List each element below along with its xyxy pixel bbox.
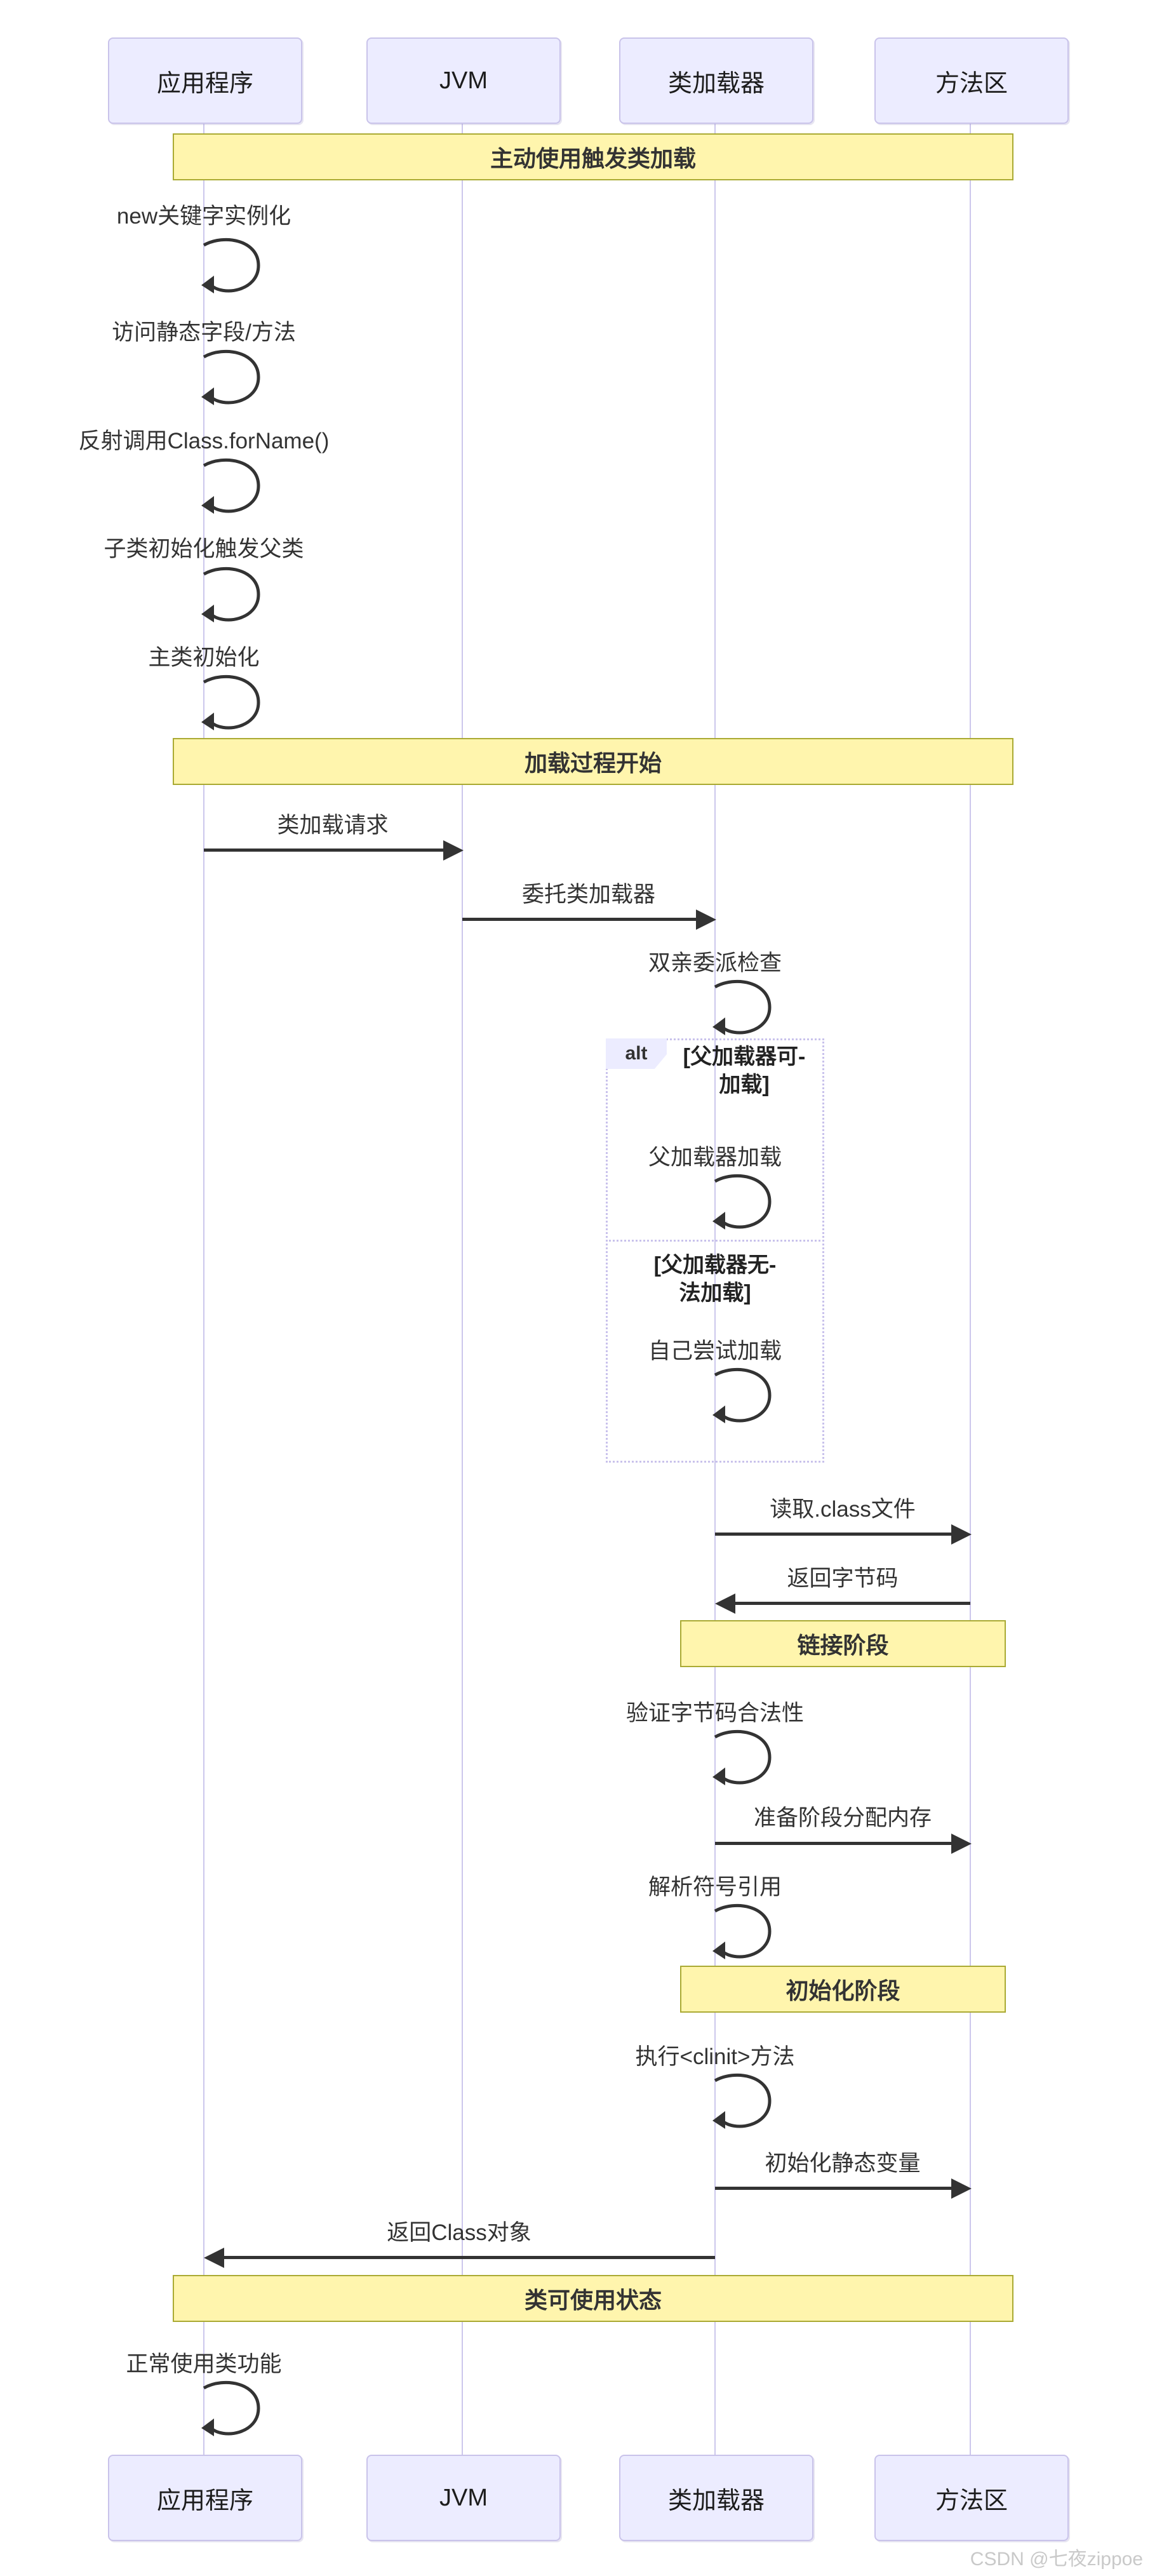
watermark: CSDN @七夜zippoe — [970, 2549, 1143, 2570]
lifeline-app — [203, 122, 204, 2455]
self-loop-arrow — [712, 2073, 772, 2129]
message-arrow — [715, 2187, 953, 2190]
lifeline-classloader — [714, 122, 716, 2455]
self-message-label: 子类初始化触发父类 — [104, 537, 304, 561]
phase-banner: 初始化阶段 — [680, 1966, 1006, 2013]
alt-frame — [606, 1038, 824, 1463]
alt-keyword: alt — [625, 1043, 648, 1064]
phase-banner: 加载过程开始 — [173, 738, 1013, 785]
actor-box-jvm-top: JVM — [366, 37, 561, 124]
alt-condition-1: 加载] — [719, 1073, 770, 1097]
self-message-label: 正常使用类功能 — [126, 2352, 282, 2377]
message-arrow — [734, 1602, 970, 1605]
actor-label: 方法区 — [935, 2487, 1008, 2514]
self-loop-arrow — [201, 2380, 260, 2436]
phase-banner-label: 链接阶段 — [797, 1632, 889, 1658]
self-message-label: 访问静态字段/方法 — [112, 320, 296, 345]
actor-label: JVM — [439, 67, 488, 94]
message-label: 初始化静态变量 — [765, 2151, 921, 2176]
actor-box-methodarea-top: 方法区 — [874, 37, 1069, 124]
actor-box-methodarea-bottom: 方法区 — [874, 2455, 1069, 2541]
actor-label: JVM — [439, 2484, 488, 2511]
message-arrow — [715, 1533, 953, 1536]
arrowhead-right-icon — [951, 1834, 972, 1854]
message-label: 委托类加载器 — [521, 882, 655, 907]
alt-condition-1: [父加载器可- — [683, 1045, 806, 1069]
self-loop-arrow — [201, 674, 260, 730]
actor-box-classloader-bottom: 类加载器 — [619, 2455, 813, 2541]
self-message-label: 主类初始化 — [148, 645, 260, 670]
message-arrow — [223, 2256, 715, 2259]
self-loop-arrow — [712, 1729, 772, 1785]
self-message-label: 父加载器加载 — [648, 1145, 782, 1170]
self-message-label: 自己尝试加载 — [648, 1339, 782, 1364]
message-label: 返回Class对象 — [387, 2220, 532, 2245]
lifeline-methodarea — [970, 122, 971, 2455]
self-message-label: 解析符号引用 — [648, 1875, 782, 1900]
message-label: 类加载请求 — [277, 813, 389, 838]
arrowhead-right-icon — [951, 2178, 972, 2199]
actor-box-jvm-bottom: JVM — [366, 2455, 561, 2541]
actor-label: 方法区 — [935, 70, 1008, 97]
phase-banner: 链接阶段 — [680, 1620, 1006, 1667]
self-message-label: 执行<clinit>方法 — [635, 2044, 795, 2069]
actor-label: 应用程序 — [156, 70, 253, 97]
alt-condition-2: [父加载器无- — [653, 1253, 777, 1277]
phase-banner-label: 初始化阶段 — [786, 1978, 900, 2004]
self-loop-arrow — [201, 567, 260, 622]
self-loop-arrow — [712, 1367, 772, 1423]
self-loop-arrow — [201, 349, 260, 405]
self-loop-arrow — [201, 238, 260, 293]
message-arrow — [204, 849, 445, 852]
self-message-label: 验证字节码合法性 — [625, 1701, 804, 1726]
message-arrow — [462, 918, 697, 921]
actor-label: 应用程序 — [156, 2487, 253, 2514]
actor-label: 类加载器 — [667, 70, 765, 97]
self-loop-arrow — [712, 1903, 772, 1959]
self-loop-arrow — [201, 458, 260, 514]
message-label: 返回字节码 — [787, 1566, 899, 1591]
actor-label: 类加载器 — [667, 2487, 765, 2514]
arrowhead-right-icon — [696, 909, 716, 930]
actor-box-app-top: 应用程序 — [108, 37, 302, 124]
phase-banner: 类可使用状态 — [173, 2275, 1013, 2322]
lifeline-jvm — [462, 122, 463, 2455]
alt-condition-2: 法加载] — [679, 1281, 751, 1305]
phase-banner-label: 主动使用触发类加载 — [490, 145, 696, 171]
phase-banner-label: 类可使用状态 — [524, 2287, 662, 2313]
phase-banner-label: 加载过程开始 — [524, 750, 662, 776]
alt-divider — [606, 1240, 824, 1242]
message-label: 读取.class文件 — [770, 1497, 916, 1522]
self-message-label: new关键字实例化 — [116, 204, 291, 229]
arrowhead-left-icon — [715, 1593, 735, 1614]
message-arrow — [715, 1842, 953, 1845]
actor-box-classloader-top: 类加载器 — [619, 37, 813, 124]
alt-keyword-tab: alt — [606, 1038, 667, 1069]
arrowhead-right-icon — [951, 1524, 972, 1545]
actor-box-app-bottom: 应用程序 — [108, 2455, 302, 2541]
self-loop-arrow — [712, 979, 772, 1035]
arrowhead-left-icon — [204, 2248, 224, 2268]
self-message-label: 反射调用Class.forName() — [78, 429, 330, 453]
arrowhead-right-icon — [443, 840, 464, 861]
self-loop-arrow — [712, 1174, 772, 1230]
self-message-label: 双亲委派检查 — [648, 951, 782, 976]
message-label: 准备阶段分配内存 — [753, 1806, 932, 1830]
phase-banner: 主动使用触发类加载 — [173, 133, 1013, 180]
